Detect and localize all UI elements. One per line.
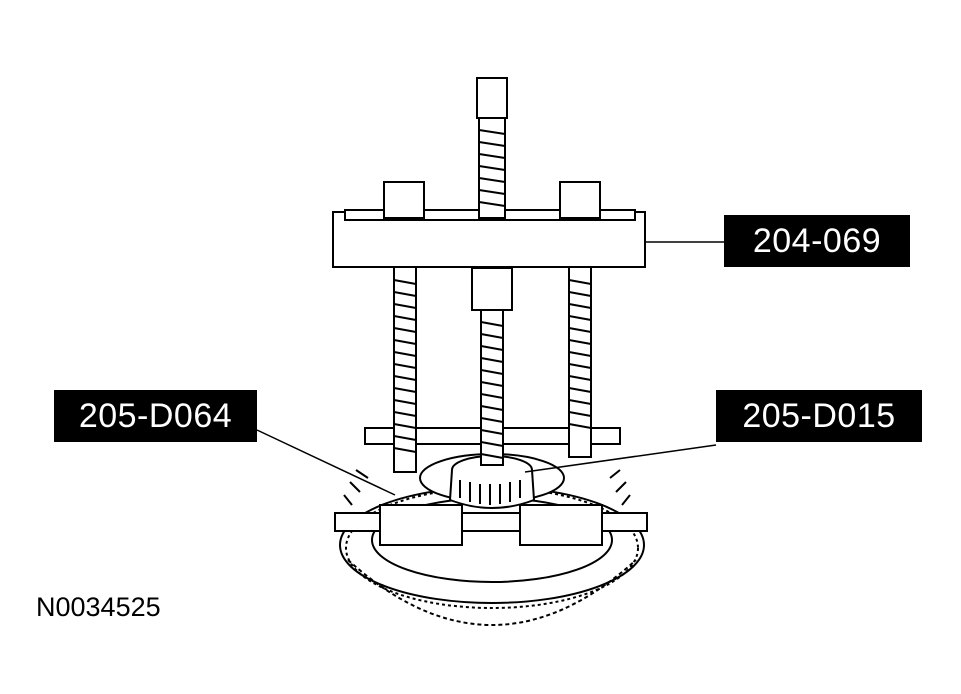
side-rods <box>393 266 592 473</box>
callout-205-d064: 205-D064 <box>54 390 257 442</box>
leader-lines <box>256 241 724 496</box>
callout-205-d015: 205-D015 <box>716 390 922 442</box>
figure-id: N0034525 <box>36 592 161 622</box>
callout-204-069: 204-069 <box>724 215 910 267</box>
leader-205-d064 <box>256 429 396 496</box>
leader-205-d015 <box>524 444 717 473</box>
nuts <box>383 181 601 219</box>
adapter-bar <box>334 427 648 546</box>
forcing-screw <box>471 77 513 466</box>
